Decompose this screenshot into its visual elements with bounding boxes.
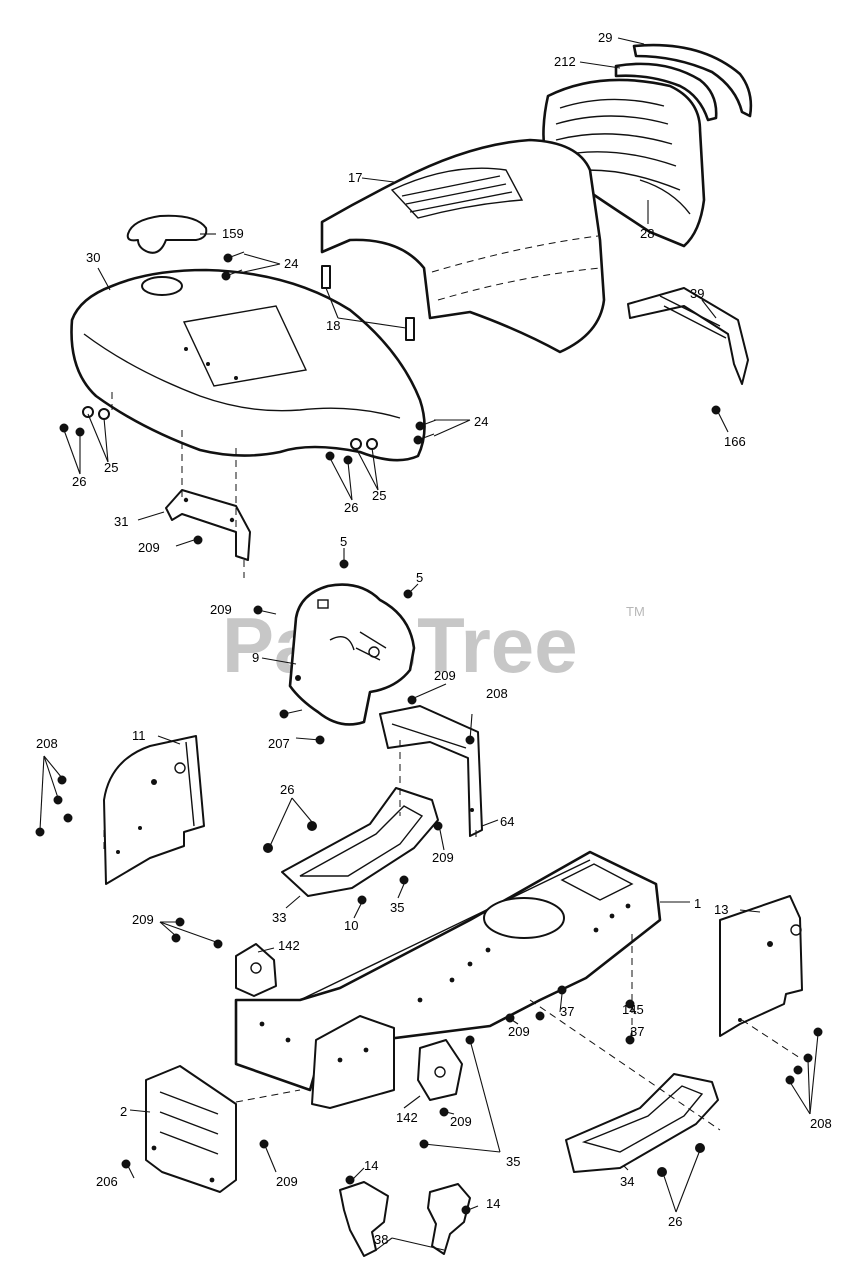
callout-142-lower: 142 (396, 1110, 418, 1125)
bracket-part-38 (339, 1175, 471, 1257)
callout-212: 212 (554, 54, 576, 69)
callout-30: 30 (86, 250, 100, 265)
callout-5: 5 (340, 534, 347, 549)
callout-29: 29 (598, 30, 612, 45)
bracket-part-142 (235, 943, 463, 1101)
callout-14-right: 14 (486, 1196, 500, 1211)
callout-28: 28 (640, 226, 654, 241)
fender-part-30 (70, 268, 426, 462)
callout-24-right: 24 (474, 414, 488, 429)
callout-9: 9 (252, 650, 259, 665)
callout-35-lower: 35 (506, 1154, 520, 1169)
trim-part-29 (632, 43, 753, 118)
callout-208: 208 (486, 686, 508, 701)
leader-lines (39, 37, 819, 1251)
callout-209-mid: 209 (434, 668, 456, 683)
callout-209-dash: 209 (210, 602, 232, 617)
callout-25-right: 25 (372, 488, 386, 503)
callout-2: 2 (120, 1104, 127, 1119)
callout-13: 13 (714, 902, 728, 917)
callout-37: 37 (560, 1004, 574, 1019)
callout-64: 64 (500, 814, 514, 829)
callout-35: 35 (390, 900, 404, 915)
callout-159: 159 (222, 226, 244, 241)
callout-26-lower: 26 (668, 1214, 682, 1229)
fender-hardware (59, 251, 437, 545)
callout-31: 31 (114, 514, 128, 529)
watermark-trademark: TM (626, 604, 645, 619)
fuel-cap-part-159 (126, 214, 208, 254)
callout-26: 26 (72, 474, 86, 489)
callout-207: 207 (268, 736, 290, 751)
callout-5-right: 5 (416, 570, 423, 585)
callout-11: 11 (132, 728, 146, 743)
alignment-lines (103, 392, 801, 1131)
side-panel-part-13 (719, 895, 823, 1085)
callout-18: 18 (326, 318, 340, 333)
callout-1: 1 (694, 896, 701, 911)
callout-labels: 29 212 17 28 159 30 24 18 39 24 25 26 25… (36, 30, 832, 1247)
callout-209-lower: 209 (450, 1114, 472, 1129)
bracket-part-31 (165, 489, 251, 561)
callout-209-footrest: 209 (432, 850, 454, 865)
callout-24: 24 (284, 256, 298, 271)
side-panel-part-11 (35, 735, 205, 885)
callout-206: 206 (96, 1174, 118, 1189)
callout-142: 142 (278, 938, 300, 953)
trim-part-212 (614, 62, 718, 122)
footrest-part-33 (263, 787, 443, 905)
callout-10: 10 (344, 918, 358, 933)
footrest-part-34 (565, 1073, 719, 1177)
callout-208-right: 208 (810, 1116, 832, 1131)
callout-26-footrest: 26 (280, 782, 294, 797)
bracket-part-64 (379, 705, 483, 837)
callout-209-center: 209 (508, 1024, 530, 1039)
callout-208-left: 208 (36, 736, 58, 751)
dash-panel-part-9 (253, 559, 417, 745)
hood-part-17 (320, 138, 606, 354)
frame-part-1 (234, 850, 662, 1109)
callout-33: 33 (272, 910, 286, 925)
callout-25: 25 (104, 460, 118, 475)
callout-37-right: 37 (630, 1024, 644, 1039)
callout-39: 39 (690, 286, 704, 301)
callout-38: 38 (374, 1232, 388, 1247)
bracket-part-39 (627, 287, 749, 415)
callout-209: 209 (138, 540, 160, 555)
callout-14: 14 (364, 1158, 378, 1173)
callout-26-right: 26 (344, 500, 358, 515)
callout-145: 145 (622, 1002, 644, 1017)
callout-209-frame: 209 (132, 912, 154, 927)
front-plate-part-2 (121, 1065, 269, 1193)
callout-166: 166 (724, 434, 746, 449)
callout-34: 34 (620, 1174, 634, 1189)
callout-17: 17 (348, 170, 362, 185)
callout-209-plate: 209 (276, 1174, 298, 1189)
